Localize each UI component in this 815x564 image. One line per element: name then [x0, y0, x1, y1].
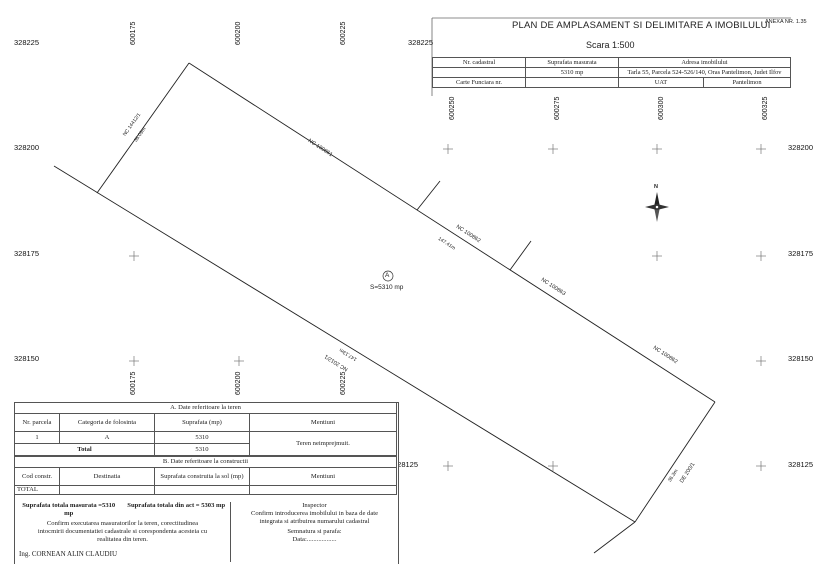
grid-crosses [129, 144, 766, 471]
mentions-header: Mentiuni [249, 413, 397, 432]
grid-cross [129, 356, 139, 366]
grid-cross [652, 251, 662, 261]
scale-label: Scara 1:500 [586, 40, 635, 50]
grid-cross [129, 251, 139, 261]
land-data-table: A. Date referitoare la teren Nr. parcela… [14, 402, 397, 456]
building-mentions-header: Mentiuni [249, 467, 397, 486]
x-coord-label: 600275 [554, 96, 561, 120]
grid-cross [548, 461, 558, 471]
x-coord-label: 600175 [130, 21, 137, 45]
land-book-value [525, 77, 619, 88]
measured-surface-value: 5310 mp [525, 67, 619, 78]
annex-label: ANEXA NR. 1.35 [765, 19, 807, 25]
parcel-number-header: Nr. parcela [14, 413, 60, 432]
uat-header: UAT [618, 77, 704, 88]
signature-label: Semnatura si parafa: [287, 528, 342, 535]
act-total: Suprafata totala din act = 5303 mp [127, 502, 226, 509]
grid-cross [443, 461, 453, 471]
cadastral-number-header: Nr. cadastral [432, 57, 526, 68]
inspector-text: Confirm introducerea imobilului in baza … [250, 510, 379, 525]
parcel-boundary [53, 62, 716, 554]
east-boundary [634, 401, 716, 523]
inspector-title: Inspector [302, 502, 327, 509]
grid-cross [234, 356, 244, 366]
y-coord-label: 328175 [788, 249, 814, 258]
measured-total: Suprafata totala masurata =5310 mp [22, 502, 116, 517]
y-coord-label: 328125 [393, 460, 419, 469]
grid-cross [756, 356, 766, 366]
north-boundary [188, 62, 716, 403]
destination-header: Destinatia [59, 467, 155, 486]
section-a-title: A. Date referitoare la teren [14, 402, 397, 414]
land-use-value: A [59, 431, 155, 444]
y-coord-label: 328200 [788, 143, 814, 152]
neighbor-divider [509, 240, 532, 271]
north-arrow-icon [645, 192, 669, 222]
land-book-header: Carte Funciara nr. [432, 77, 526, 88]
x-coord-label: 600175 [130, 371, 137, 395]
x-coord-label: 600225 [340, 371, 347, 395]
parcel-number-value: 1 [14, 431, 60, 444]
neighbor-divider [416, 180, 441, 211]
x-coord-label: 600225 [340, 21, 347, 45]
surveyor-certification: Suprafata totala masurata =5310 mp Supra… [15, 502, 231, 562]
buildings-total-label: TOTAL [14, 485, 60, 495]
total-value: 5310 [154, 443, 250, 456]
mentions-value: Teren neimprejmuit. [249, 431, 397, 456]
property-header-table: Nr. cadastral Suprafata masurata Adresa … [432, 57, 791, 88]
property-address-header: Adresa imobilului [618, 57, 791, 68]
data-panel: A. Date referitoare la teren Nr. parcela… [14, 402, 399, 564]
land-use-header: Categoria de folosinta [59, 413, 155, 432]
y-coord-label: 328225 [408, 38, 434, 47]
x-coord-label: 600250 [449, 96, 456, 120]
grid-cross [548, 144, 558, 154]
grid-cross [756, 144, 766, 154]
date-label: Data:.................. [292, 536, 337, 543]
grid-cross [756, 251, 766, 261]
south-boundary [53, 165, 636, 523]
parcel-marker-circle [382, 270, 394, 282]
building-code-header: Cod constr. [14, 467, 60, 486]
y-coord-label: 328125 [788, 460, 814, 469]
grid-cross [443, 144, 453, 154]
y-coord-label: 328200 [14, 143, 40, 152]
y-coord-label: 328150 [788, 354, 814, 363]
west-boundary [96, 62, 190, 194]
x-coord-label: 600300 [658, 96, 665, 120]
grid-cross [652, 144, 662, 154]
y-coord-label: 328225 [14, 38, 40, 47]
north-label: N [654, 184, 658, 190]
x-coord-label: 600200 [235, 371, 242, 395]
parcel-marker-letter: A [385, 272, 390, 279]
uat-value: Pantelimon [703, 77, 791, 88]
built-surface-header: Suprafata construita la sol (mp) [154, 467, 250, 486]
plan-title: PLAN DE AMPLASAMENT SI DELIMITARE A IMOB… [512, 20, 771, 31]
property-address-value: Tarla 55, Parcela 524-526/140, Oras Pant… [618, 67, 791, 78]
cadastral-number-value [432, 67, 526, 78]
certification-text: Confirm executarea masuratorilor la tere… [37, 520, 208, 543]
parcel-area-label: S=5310 mp [370, 284, 404, 291]
total-label: Total [14, 443, 155, 456]
buildings-table: B. Date referitoare la constructii Cod c… [14, 456, 397, 495]
y-coord-label: 328175 [14, 249, 40, 258]
x-coord-label: 600200 [235, 21, 242, 45]
section-b-title: B. Date referitoare la constructii [14, 456, 397, 468]
x-coord-label: 600325 [762, 96, 769, 120]
surface-header: Suprafata (mp) [154, 413, 250, 432]
y-coord-label: 328150 [14, 354, 40, 363]
measured-surface-header: Suprafata masurata [525, 57, 619, 68]
surface-value: 5310 [154, 431, 250, 444]
engineer-name: Ing. CORNEAN ALIN CLAUDIU [19, 550, 117, 558]
inspector-section: Inspector Confirm introducerea imobilulu… [231, 502, 398, 562]
road-extension [593, 521, 636, 554]
grid-cross [756, 461, 766, 471]
